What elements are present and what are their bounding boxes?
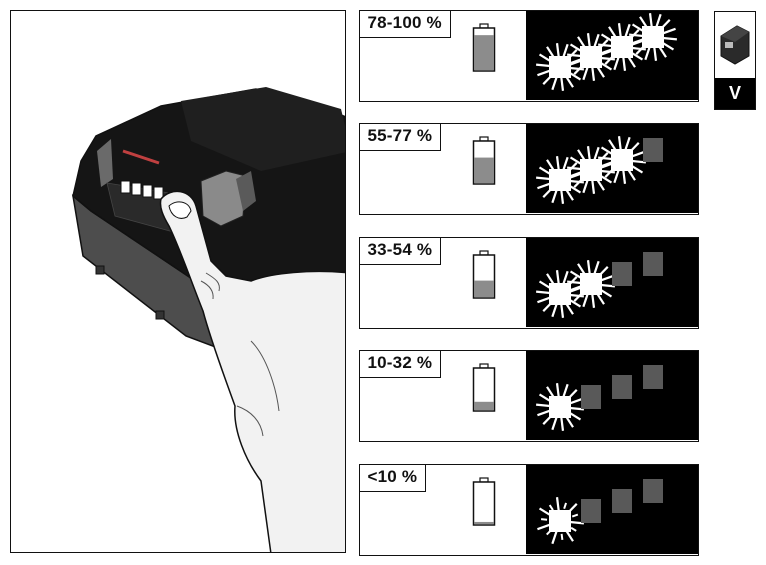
section-tab: V: [714, 11, 756, 110]
battery-level-icon: [472, 136, 496, 185]
charge-row-1: 78-100 %: [358, 9, 699, 102]
battery-illustration: [10, 10, 346, 553]
battery-level-icon: [472, 363, 496, 412]
led-lit-icon: [629, 13, 677, 61]
charge-row-5: <10 %: [358, 463, 699, 556]
section-letter: V: [715, 78, 755, 109]
led-lit-icon: [536, 270, 584, 318]
led-unlit-icon: [643, 138, 663, 162]
led-indicator-panel: [526, 351, 698, 440]
led-lit-icon: [536, 383, 584, 431]
charge-percent-label: 78-100 %: [358, 9, 451, 38]
fuel-gauge-led-icon: [120, 180, 164, 200]
pointing-finger-icon: [159, 190, 345, 552]
battery-level-icon: [472, 23, 496, 72]
led-indicator-panel: [526, 238, 698, 327]
led-unlit-icon: [643, 365, 663, 389]
battery-level-icon: [472, 250, 496, 299]
led-lit-icon: [598, 23, 646, 71]
led-unlit-icon: [581, 499, 601, 523]
led-unlit-icon: [643, 252, 663, 276]
charge-percent-label: 10-32 %: [358, 349, 442, 378]
battery-fill: [474, 521, 494, 524]
led-lit-icon: [536, 156, 584, 204]
charge-row-4: 10-32 %: [358, 349, 699, 442]
led-unlit-icon: [643, 479, 663, 503]
battery-pack-icon: [720, 25, 750, 65]
led-indicator-panel: [526, 465, 698, 554]
led-unlit-icon: [581, 385, 601, 409]
battery-fill: [474, 157, 494, 183]
led-lit-icon: [567, 146, 615, 194]
charge-row-2: 55-77 %: [358, 122, 699, 215]
led-lit-icon: [598, 136, 646, 184]
led-lit-icon: [536, 43, 584, 91]
led-unlit-icon: [612, 262, 632, 286]
led-unlit-icon: [612, 489, 632, 513]
led-lit-icon: [567, 33, 615, 81]
led-indicator-panel: [526, 124, 698, 213]
battery-level-icon: [472, 477, 496, 526]
led-unlit-icon: [612, 375, 632, 399]
led-lit-icon: [537, 497, 584, 545]
battery-fill: [474, 401, 494, 410]
charge-percent-label: <10 %: [358, 463, 427, 492]
battery-fill: [474, 280, 494, 297]
battery-fill: [474, 35, 494, 70]
led-indicator-panel: [526, 11, 698, 100]
led-lit-icon: [567, 260, 615, 308]
charge-percent-label: 55-77 %: [358, 122, 442, 151]
charge-row-3: 33-54 %: [358, 236, 699, 329]
charge-percent-label: 33-54 %: [358, 236, 442, 265]
